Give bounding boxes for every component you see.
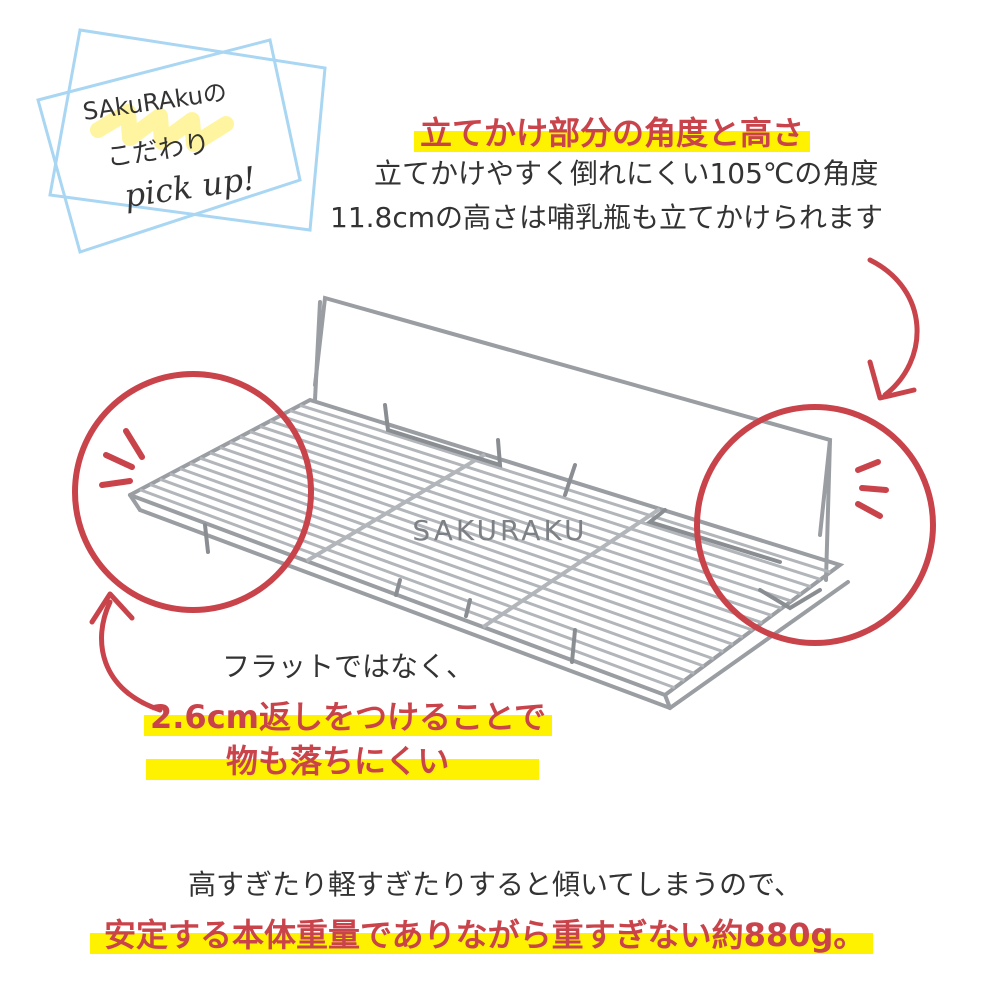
badge-frame-icon [36,28,327,254]
rack-support [305,452,486,563]
rack-wire [149,483,685,682]
rack-wire [249,430,783,610]
rack-wire [199,456,734,646]
rack-wire [169,472,705,668]
burst-icon [99,428,145,488]
middle-callout-heading-1: 2.6cm返しをつけることで [144,692,553,738]
rack-wire [279,414,812,589]
burst-icon [855,459,889,519]
top-callout-line-1: 立てかけやすく倒れにくい105℃の角度 [374,157,879,190]
curved-arrow-icon [867,257,920,401]
bottom-callout-heading: 安定する本体重量でありながら重すぎない約880g。 [90,910,874,956]
middle-callout-heading-2: 物も落ちにくい [146,736,540,782]
rack-wire [289,409,822,581]
rack-wire [159,477,695,675]
rack-wire [259,424,792,603]
rack-wire [139,488,676,690]
rack-wire [179,467,715,661]
left-highlight-circle [72,371,314,613]
bottom-callout-line-1: 高すぎたり軽すぎたりすると傾いてしまうので、 [188,868,803,901]
top-callout-line-2: 11.8cmの高さは哺乳瓶も立てかけられます [330,201,884,234]
rack-wire [229,440,763,625]
rack-wire [269,419,802,596]
rack-wire [189,461,724,654]
curved-arrow-icon [89,591,163,713]
pickup-badge: SAkuRAkuの こだわり pick up! [20,20,340,260]
middle-callout-line-1: フラットではなく、 [222,650,475,683]
rack-wire [239,435,773,617]
right-highlight-circle [694,404,936,646]
rack-support [481,507,661,629]
wire-rack-image: SAKURAKU [128,295,850,711]
rack-wire [209,451,744,639]
top-callout-heading: 立てかけ部分の角度と高さ [414,108,811,154]
brand-watermark: SAKURAKU [412,514,587,547]
